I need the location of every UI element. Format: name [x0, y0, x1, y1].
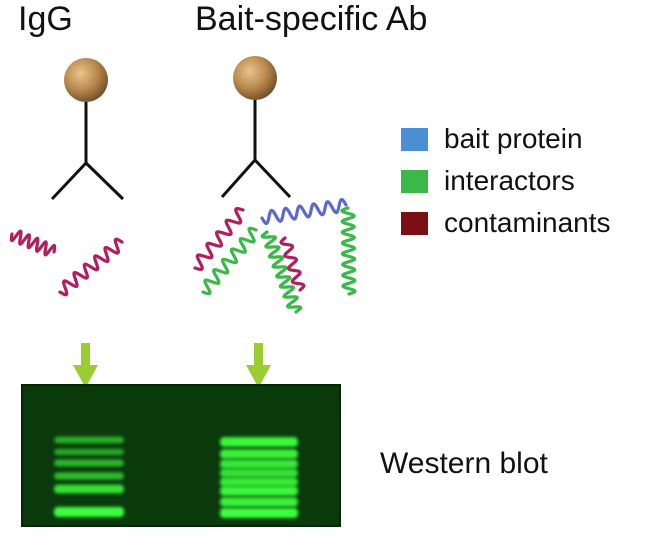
gel-band	[220, 486, 298, 496]
legend-label: contaminants	[444, 207, 611, 238]
gel-band	[220, 508, 298, 518]
western-blot-gel	[21, 384, 341, 527]
bait-antibody	[220, 56, 292, 199]
gel-band	[54, 484, 124, 494]
gel-band	[220, 459, 298, 469]
gel-band	[220, 449, 298, 459]
legend-item-bait-protein: bait protein	[401, 118, 611, 160]
western-blot-label: Western blot	[380, 447, 548, 480]
interactor-helix	[260, 230, 303, 314]
antibody-arm-right	[84, 161, 125, 201]
igg-label: IgG	[18, 0, 73, 38]
gel-band	[220, 497, 298, 507]
contaminant-helix	[9, 229, 57, 257]
gel-band	[54, 507, 124, 517]
legend-item-contaminants: contaminants	[401, 202, 611, 244]
protein-helices	[9, 197, 357, 314]
legend-label: interactors	[444, 165, 575, 196]
legend-item-interactors: interactors	[401, 160, 611, 202]
interactors-swatch	[401, 169, 428, 193]
gel-band	[220, 477, 298, 487]
bead-icon	[233, 56, 277, 100]
bait-protein-helix	[260, 197, 348, 226]
contaminant-helix	[279, 236, 306, 292]
igg-antibody	[50, 58, 125, 201]
down-arrow-icon	[73, 343, 98, 388]
gel-band	[54, 472, 124, 480]
bead-icon	[64, 58, 108, 102]
antibody-arm-left	[220, 159, 257, 198]
interactor-helix	[340, 206, 357, 296]
antibody-arm-right	[253, 158, 292, 199]
bait-antibody-label: Bait-specific Ab	[195, 0, 428, 38]
gel-band	[54, 448, 124, 456]
legend: bait protein interactors contaminants	[401, 118, 611, 244]
legend-label: bait protein	[444, 123, 583, 154]
antibody-arm-left	[50, 161, 88, 201]
contaminant-helix	[58, 237, 124, 297]
gel-bands	[54, 436, 298, 518]
interactor-helix	[201, 226, 258, 296]
contaminant-helix	[193, 206, 245, 272]
bait-protein-swatch	[401, 127, 428, 151]
gel-band	[220, 468, 298, 478]
gel-frame	[21, 384, 341, 527]
gel-band	[220, 437, 298, 447]
down-arrow-icon	[246, 343, 271, 388]
gel-band	[54, 436, 124, 444]
contaminants-swatch	[401, 211, 428, 235]
gel-band	[54, 459, 124, 467]
